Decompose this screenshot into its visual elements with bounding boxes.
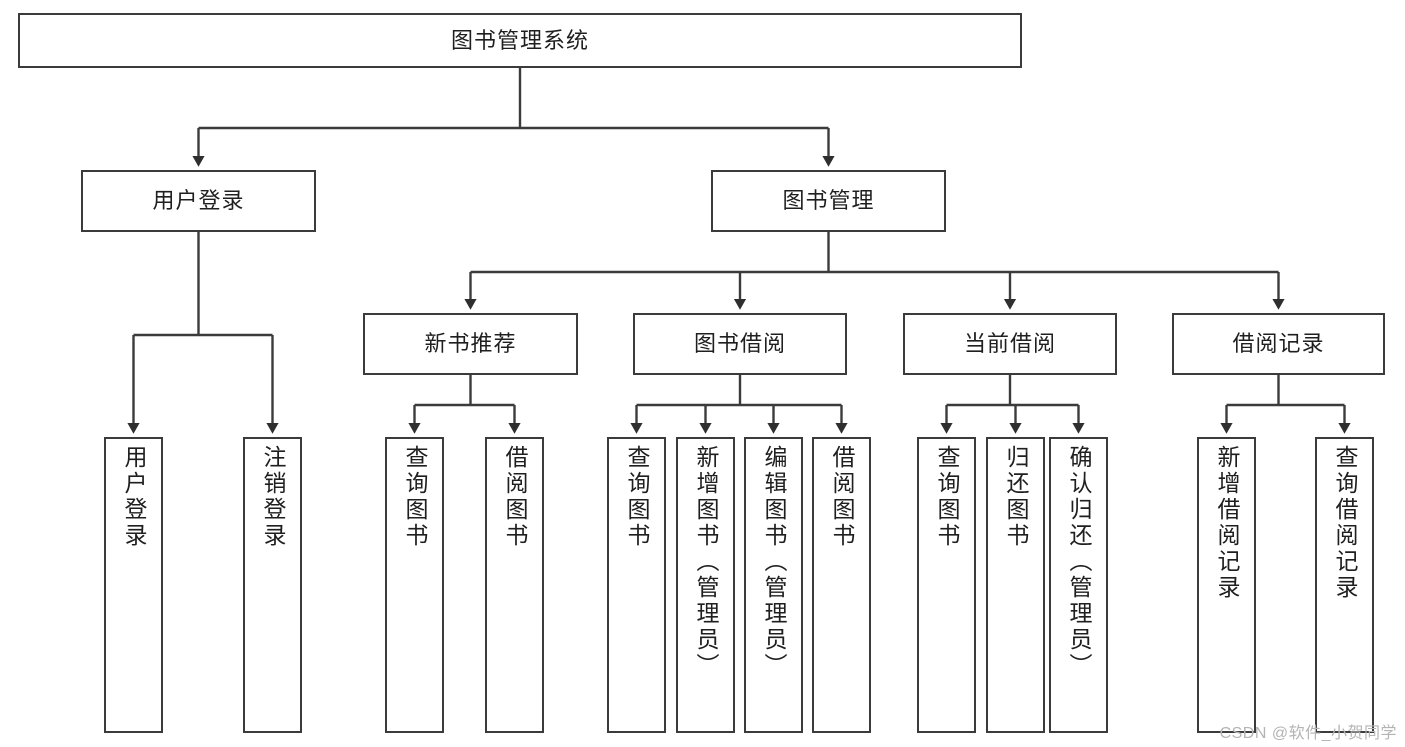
node-login[interactable]: 用户登录	[81, 170, 316, 232]
node-label: 借阅图书	[502, 445, 528, 549]
watermark: CSDN @软件_小贺同学	[1219, 725, 1397, 742]
node-l-logout[interactable]: 注销登录	[243, 437, 302, 733]
node-label: 新增借阅记录	[1214, 445, 1240, 601]
node-l-radd[interactable]: 新增借阅记录	[1197, 437, 1256, 733]
node-label: 注销登录	[260, 445, 286, 549]
node-label: 图书管理系统	[450, 27, 589, 53]
node-label: 查询图书	[402, 445, 428, 549]
node-l-login[interactable]: 用户登录	[104, 437, 163, 733]
node-newbook[interactable]: 新书推荐	[363, 313, 578, 375]
node-label: 借阅图书	[829, 445, 855, 549]
node-label: 用户登录	[121, 445, 147, 549]
node-label: 图书管理	[782, 188, 875, 214]
node-label: 当前借阅	[963, 331, 1056, 357]
node-borrow[interactable]: 图书借阅	[633, 313, 847, 375]
node-label: 查询图书	[934, 445, 960, 549]
node-current[interactable]: 当前借阅	[903, 313, 1117, 375]
node-records[interactable]: 借阅记录	[1172, 313, 1385, 375]
node-l-nb-query[interactable]: 查询图书	[385, 437, 444, 733]
node-label: 借阅记录	[1232, 331, 1325, 357]
node-bookmgmt[interactable]: 图书管理	[711, 170, 946, 232]
node-label: 确认归还（管理员）	[1066, 445, 1092, 679]
node-l-bedit[interactable]: 编辑图书（管理员）	[744, 437, 803, 733]
node-label: 查询图书	[624, 445, 650, 549]
node-l-nb-borrow[interactable]: 借阅图书	[485, 437, 544, 733]
node-label: 图书借阅	[693, 331, 786, 357]
node-label: 用户登录	[152, 188, 245, 214]
node-label: 新书推荐	[424, 331, 517, 357]
node-l-creturn[interactable]: 归还图书	[986, 437, 1045, 733]
node-l-bborrow[interactable]: 借阅图书	[812, 437, 871, 733]
node-l-badd[interactable]: 新增图书（管理员）	[676, 437, 735, 733]
node-label: 归还图书	[1003, 445, 1029, 549]
node-root[interactable]: 图书管理系统	[18, 13, 1022, 68]
node-l-bq[interactable]: 查询图书	[607, 437, 666, 733]
node-l-cconfirm[interactable]: 确认归还（管理员）	[1049, 437, 1108, 733]
node-label: 新增图书（管理员）	[693, 445, 719, 679]
node-label: 查询借阅记录	[1332, 445, 1358, 601]
node-l-cq[interactable]: 查询图书	[917, 437, 976, 733]
node-l-rquery[interactable]: 查询借阅记录	[1315, 437, 1374, 733]
node-label: 编辑图书（管理员）	[761, 445, 787, 679]
